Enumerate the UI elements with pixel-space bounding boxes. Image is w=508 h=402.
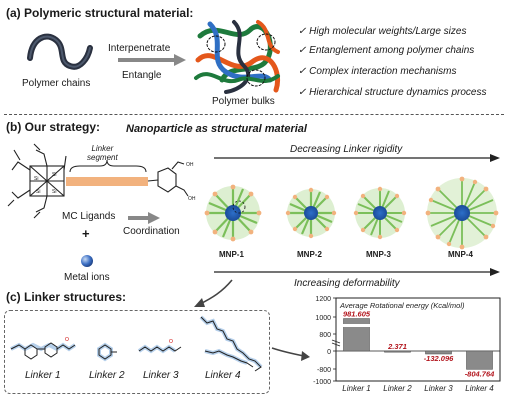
y-tick-label: -800 (317, 367, 331, 374)
mnp-particle-3 (353, 186, 407, 240)
svg-text:Si: Si (52, 189, 56, 195)
y-tick-label: -1000 (313, 379, 331, 386)
polymer-bulks-label: Polymer bulks (212, 96, 275, 107)
plus-sign: + (82, 226, 90, 241)
bar (425, 350, 452, 355)
chart-frame (335, 297, 501, 382)
checklist-item: ✓ Hierarchical structure dynamics proces… (298, 87, 487, 98)
linker-label: Linker 4 (205, 370, 241, 381)
linker-label: Linker 3 (143, 370, 179, 381)
axis-break-mark (331, 339, 341, 344)
bar-break-gap (342, 324, 371, 327)
x-tick-label: Linker 1 (342, 384, 370, 393)
section-b-title: (b) Our strategy: (6, 120, 101, 134)
chart-title: Average Rotational energy (Kcal/mol) (339, 301, 465, 310)
increasing-deformability-label: Increasing deformability (294, 278, 400, 289)
feature-checklist: ✓ High molecular weights/Large sizes ✓ E… (298, 26, 486, 108)
decreasing-rigidity-label: Decreasing Linker rigidity (290, 144, 403, 155)
entangle-label: Entangle (122, 70, 162, 81)
bar-value-label: -132.096 (424, 354, 454, 363)
bar-value-label: 2.371 (387, 342, 407, 351)
section-a-title: (a) Polymeric structural material: (6, 6, 193, 20)
linker-label: Linker 2 (89, 370, 125, 381)
checklist-item: ✓ Complex interaction mechanisms (298, 66, 457, 77)
polymer-bulk-graphic (194, 20, 280, 94)
mnp-particle-4 (425, 176, 499, 250)
bar-value-label: -804.764 (465, 369, 495, 378)
checklist-item: ✓ High molecular weights/Large sizes (298, 26, 467, 37)
svg-text:Si: Si (34, 176, 38, 182)
mnp-label: MNP-2 (297, 250, 322, 259)
polymer-chains-label: Polymer chains (22, 78, 91, 89)
mc-ligands-label: MC Ligands (62, 211, 116, 222)
mnp-label: MNP-3 (366, 250, 391, 259)
svg-text:Si: Si (52, 172, 56, 178)
mnp-label: MNP-1 (219, 250, 244, 259)
y-tick-label: 1000 (315, 315, 331, 322)
svg-text:O: O (169, 339, 173, 345)
mnp-label: MNP-4 (448, 250, 473, 259)
y-tick-label: 1200 (315, 296, 331, 303)
x-tick-label: Linker 2 (383, 384, 412, 393)
section-a-title-text: (a) Polymeric structural material (6, 6, 190, 20)
svg-text:OH: OH (186, 162, 194, 168)
interpenetrate-label: Interpenetrate (108, 43, 171, 54)
section-b-subtitle: Nanoparticle as structural material (126, 123, 307, 135)
svg-text:O: O (65, 337, 69, 343)
linker-label: Linker 1 (25, 370, 61, 381)
mc-ligand-graphic: Si Si Si Si (7, 143, 67, 219)
coordination-label: Coordination (123, 226, 180, 237)
check-icon: ✓ (298, 26, 310, 37)
bar (466, 350, 493, 370)
y-tick-label: 800 (319, 332, 331, 339)
section-a-title-colon: : (189, 6, 194, 20)
section-c-title: (c) Linker structures: (6, 290, 127, 304)
metal-ion-sphere (81, 255, 93, 267)
carboxylate-ring-graphic: OH OH (147, 161, 196, 202)
check-icon: ✓ (298, 66, 310, 77)
y-tick-label: 0 (327, 349, 331, 356)
check-icon: ✓ (298, 87, 310, 98)
linker-segment-label: Linker segment (87, 144, 118, 162)
x-tick-label: Linker 3 (424, 384, 453, 393)
metal-ions-label: Metal ions (64, 272, 110, 283)
x-tick-label: Linker 4 (465, 384, 494, 393)
linker-segment-bar (66, 177, 148, 186)
axis-break-mark (331, 342, 341, 347)
svg-text:Si: Si (36, 189, 40, 195)
bar (343, 318, 370, 352)
divider-a-b (4, 114, 504, 115)
svg-text:OH: OH (188, 196, 196, 202)
mnp-particle-2 (285, 187, 337, 239)
mnp-particle-1 (204, 184, 262, 242)
linker-structures-box: O O (4, 310, 270, 394)
checklist-item: ✓ Entanglement among polymer chains (298, 45, 475, 56)
bar (384, 350, 411, 353)
check-icon: ✓ (298, 45, 310, 56)
bar-value-label: 981.605 (343, 310, 371, 319)
